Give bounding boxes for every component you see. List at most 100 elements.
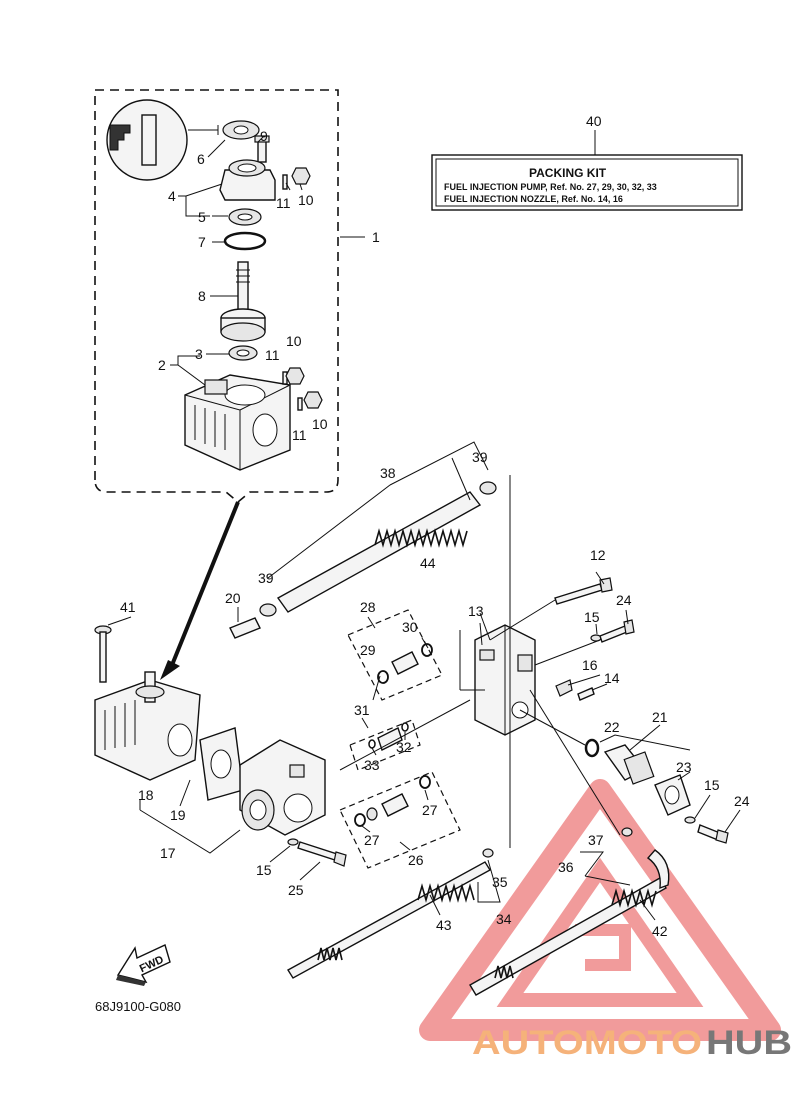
part-29-valve xyxy=(391,651,419,675)
callout-15-a: 15 xyxy=(584,609,600,625)
callout-27-a: 27 xyxy=(422,802,438,818)
seal-detail-inset xyxy=(106,99,219,181)
part-20-fitting xyxy=(229,617,261,639)
callout-5: 5 xyxy=(198,209,206,225)
leader-lines-main xyxy=(107,475,741,921)
callout-7: 7 xyxy=(198,234,206,250)
callout-39-b: 39 xyxy=(258,570,274,586)
callout-3: 3 xyxy=(195,346,203,362)
callout-16: 16 xyxy=(582,657,598,673)
part-43-spring-right xyxy=(417,883,475,903)
part-13-nozzle-block xyxy=(474,624,536,736)
callout-37: 37 xyxy=(588,832,604,848)
part-6-oil-seal xyxy=(222,120,260,140)
callout-21: 21 xyxy=(652,709,668,725)
callout-18: 18 xyxy=(138,787,154,803)
part-10-nut-upper xyxy=(291,167,311,185)
part-42-hose xyxy=(469,849,670,996)
part-33-o-ring xyxy=(368,739,376,749)
callout-36: 36 xyxy=(558,859,574,875)
callout-24-a: 24 xyxy=(616,592,632,608)
group-26-box xyxy=(339,771,461,869)
callout-1: 1 xyxy=(372,229,380,245)
callout-26: 26 xyxy=(408,852,424,868)
fwd-arrow xyxy=(116,944,171,986)
callout-10-b: 10 xyxy=(286,333,302,349)
part-10-nut-lower xyxy=(285,367,323,409)
group-31-box xyxy=(349,719,421,771)
callout-14: 14 xyxy=(604,670,620,686)
part-19-gasket xyxy=(199,727,244,801)
callout-32: 32 xyxy=(396,739,412,755)
part-32-valve xyxy=(377,722,409,751)
assembly-arrow xyxy=(160,501,240,680)
part-7-o-ring xyxy=(223,231,267,251)
callout-6: 6 xyxy=(197,151,205,167)
part-41-bolt xyxy=(94,625,112,683)
callout-8: 8 xyxy=(198,288,206,304)
part-12-bolt xyxy=(554,577,613,605)
callout-33: 33 xyxy=(364,757,380,773)
part-15-washer-lower-right xyxy=(684,816,696,824)
part-18-pump-installed xyxy=(94,671,201,781)
assembly-1-box xyxy=(94,89,365,504)
part-29-o-ring xyxy=(377,670,389,684)
callout-29: 29 xyxy=(360,642,376,658)
part-27-o-ring-a xyxy=(354,813,366,827)
callout-11-a: 11 xyxy=(276,195,291,211)
part-21-sensor xyxy=(603,744,655,785)
callout-9: 9 xyxy=(260,128,268,144)
part-43-rod xyxy=(287,861,491,979)
callout-12: 12 xyxy=(590,547,606,563)
callout-10-a: 10 xyxy=(298,192,314,208)
part-22-o-ring xyxy=(584,738,600,758)
part-4-bearing-housing xyxy=(219,159,276,201)
callout-27-b: 27 xyxy=(364,832,380,848)
part-15-washer-left xyxy=(287,838,299,846)
part-24-bolt-lower xyxy=(697,824,729,844)
part-39-clip-left xyxy=(259,603,277,617)
packing-kit-line-2: FUEL INJECTION NOZZLE, Ref. No. 14, 16 xyxy=(444,194,623,204)
part-39-clip-right xyxy=(479,481,497,495)
callout-41: 41 xyxy=(120,599,136,615)
callout-35: 35 xyxy=(492,874,508,890)
part-42-spring-left xyxy=(494,965,514,979)
part-2-pump-body xyxy=(184,374,291,471)
callout-44: 44 xyxy=(420,555,436,571)
callout-31: 31 xyxy=(354,702,370,718)
part-26-valve xyxy=(366,793,409,821)
part-5-bearing xyxy=(228,208,262,226)
part-24-bolt-upper xyxy=(599,619,635,643)
callout-10-c: 10 xyxy=(312,416,328,432)
callout-38: 38 xyxy=(380,465,396,481)
callout-15-c: 15 xyxy=(704,777,720,793)
callout-34: 34 xyxy=(496,911,512,927)
part-43-spring-left xyxy=(317,947,343,961)
watermark-text-hub: HUB xyxy=(706,1024,792,1062)
callout-17: 17 xyxy=(160,845,176,861)
callout-28: 28 xyxy=(360,599,376,615)
part-35-clip xyxy=(482,848,494,858)
callout-13: 13 xyxy=(468,603,484,619)
part-23-gasket xyxy=(654,774,691,816)
callout-42: 42 xyxy=(652,923,668,939)
part-9-bolt xyxy=(254,135,270,163)
callout-39-a: 39 xyxy=(472,449,488,465)
callout-11-b: 11 xyxy=(265,347,280,363)
part-38-hose xyxy=(276,491,482,613)
callout-4: 4 xyxy=(168,188,176,204)
leader-lines-box xyxy=(170,136,303,386)
part-27-o-ring-b xyxy=(419,775,431,789)
part-17-throttle-body xyxy=(239,739,326,836)
part-code: 68J9100-G080 xyxy=(95,999,181,1014)
part-16-clip xyxy=(555,679,573,697)
part-3-bearing xyxy=(228,345,258,361)
callout-19: 19 xyxy=(170,807,186,823)
packing-kit-label: PACKING KIT FUEL INJECTION PUMP, Ref. No… xyxy=(431,130,743,211)
callout-23: 23 xyxy=(676,759,692,775)
callout-2: 2 xyxy=(158,357,166,373)
part-42-spring-right xyxy=(611,888,657,908)
packing-kit-title: PACKING KIT xyxy=(529,166,607,180)
group-28-box xyxy=(347,609,443,701)
